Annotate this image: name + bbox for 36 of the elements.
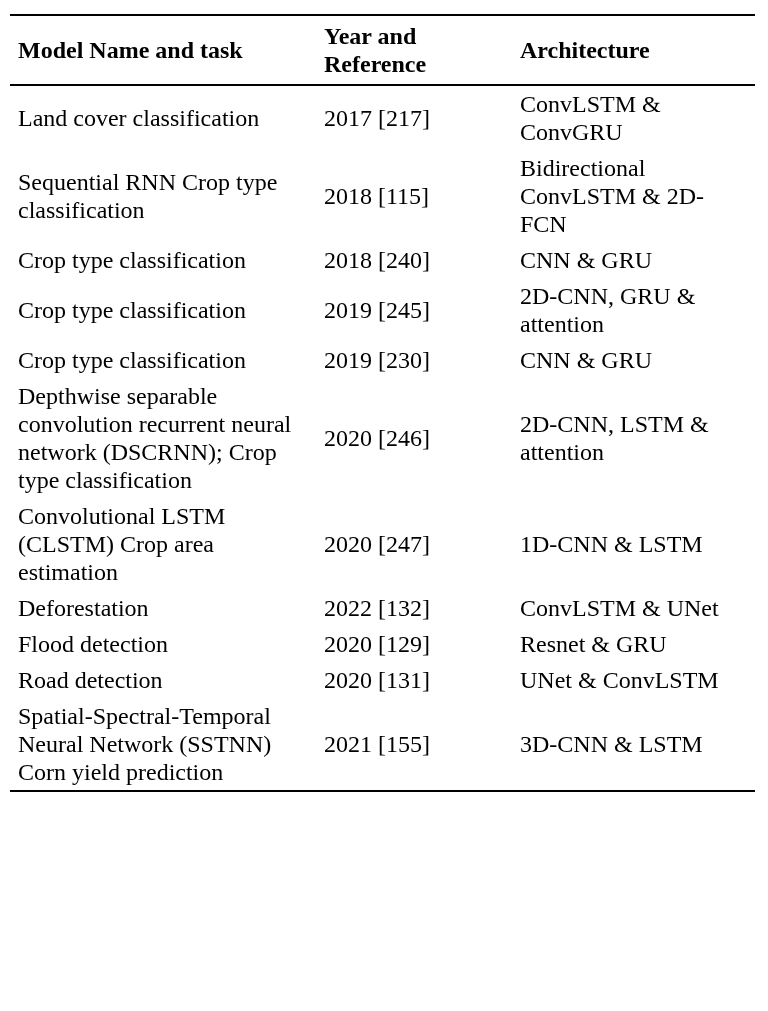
table-cell-text: Depthwise separable convolution recurrent neural network (DSCRNN); Crop type classification (17, 382, 293, 495)
table-cell: 3D-CNN & LSTM (512, 698, 755, 791)
table-cell-text: CNN & GRU (519, 346, 653, 375)
table-cell-text: 2020 [131] (323, 666, 431, 695)
table-cell-text: UNet & ConvLSTM (519, 666, 720, 695)
table-cell-text: 1D-CNN & LSTM (519, 530, 704, 559)
table-cell: Land cover classification (10, 85, 316, 150)
table-cell-text: 2018 [240] (323, 246, 431, 275)
table-cell-text: 2D-CNN, LSTM & attention (519, 410, 710, 467)
table-cell-text: 2020 [247] (323, 530, 431, 559)
table-cell-text: 2D-CNN, GRU & attention (519, 282, 697, 339)
table-cell-text: Crop type classification (17, 246, 247, 275)
table-cell: 2021 [155] (316, 698, 512, 791)
table-cell-text: Crop type classification (17, 296, 247, 325)
table-cell-text: ConvLSTM & UNet (519, 594, 720, 623)
table-cell-text: Bidirectional ConvLSTM & 2D-FCN (519, 154, 705, 239)
table-cell-text: Flood detection (17, 630, 169, 659)
table-cell-text: Deforestation (17, 594, 150, 623)
table-cell-text: 2019 [230] (323, 346, 431, 375)
table-cell: 2017 [217] (316, 85, 512, 150)
table-cell-text: Sequential RNN Crop type classification (17, 168, 279, 225)
table-cell-text: 2018 [115] (323, 182, 431, 211)
column-header: Model Name and task (10, 15, 316, 85)
table-cell-text: Resnet & GRU (519, 630, 668, 659)
table-cell-text: Crop type classification (17, 346, 247, 375)
column-header: Year and Reference (316, 15, 512, 85)
table-cell-text: 2020 [129] (323, 630, 431, 659)
table-cell: ConvLSTM & ConvGRU (512, 85, 755, 150)
table-cell-text: Convolutional LSTM (CLSTM) Crop area estimation (17, 502, 227, 587)
table-cell-text: Road detection (17, 666, 164, 695)
table-cell: Spatial-Spectral-Temporal Neural Network (SSTNN) Corn yield prediction (10, 698, 316, 791)
column-header: Architecture (512, 15, 755, 85)
table-cell-text: CNN & GRU (519, 246, 653, 275)
table-cell-text: 2020 [246] (323, 424, 431, 453)
table-cell-text: 2022 [132] (323, 594, 431, 623)
table-cell-text: 2019 [245] (323, 296, 431, 325)
